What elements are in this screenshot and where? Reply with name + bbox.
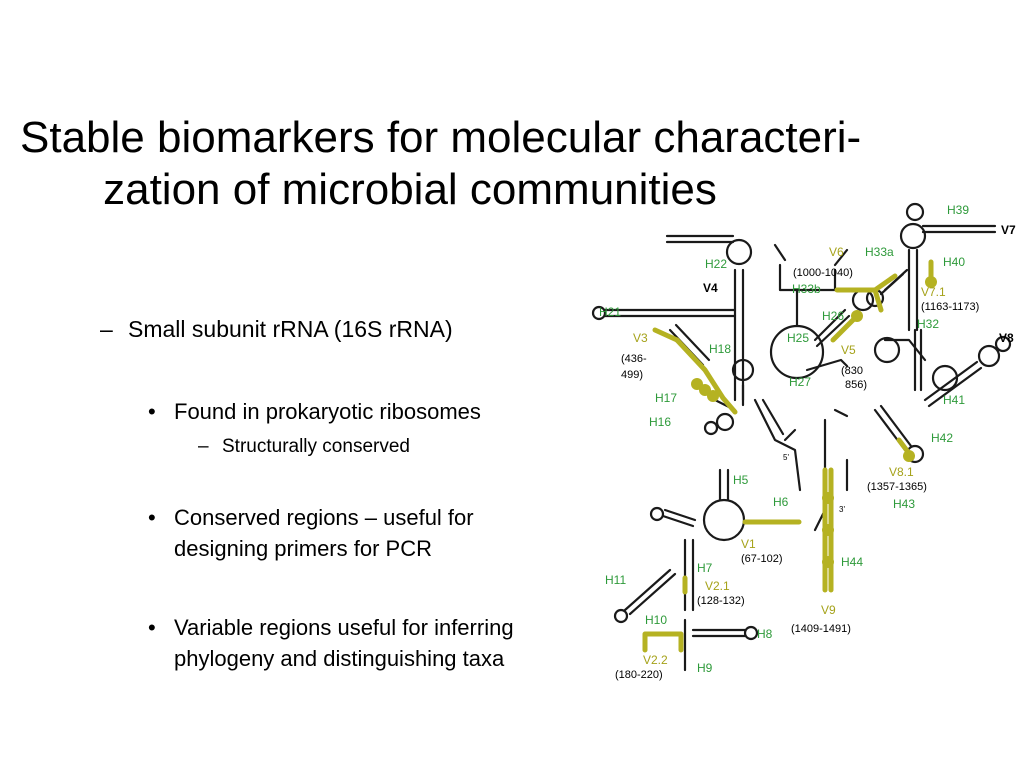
range-v2-1: (128-132)	[697, 595, 745, 607]
bullet-text: Structurally conserved	[222, 436, 410, 457]
helix-label: H44	[841, 555, 863, 569]
bullet-marker: •	[148, 505, 156, 530]
helix-label: H27	[789, 375, 811, 389]
range-v8-1: (1357-1365)	[867, 481, 927, 493]
bullet-text: Small subunit rRNA (16S rRNA)	[128, 316, 453, 342]
variable-labels: V6 V7.1 V3 V5 V8.1 V1 V2.1 V9 V2.2	[633, 245, 946, 667]
helix-label: H8	[757, 627, 773, 641]
variable-region-bulges	[691, 276, 937, 568]
range-v1: (67-102)	[741, 553, 783, 565]
helix-label: H7	[697, 561, 713, 575]
helix-label: H16	[649, 415, 671, 429]
bullet-marker: •	[148, 399, 156, 424]
helix-label: H40	[943, 255, 965, 269]
helix-label: H41	[943, 393, 965, 407]
dash-marker: –	[100, 316, 113, 342]
helix-label: H33a	[865, 245, 894, 259]
helix-label: H18	[709, 342, 731, 356]
variable-label: V1	[741, 537, 756, 551]
variable-label: V9	[821, 603, 836, 617]
range-v9: (1409-1491)	[791, 623, 851, 635]
bullet-line-1: Conserved regions – useful for	[174, 505, 474, 530]
bullet-prokaryotic: • Found in prokaryotic ribosomes	[148, 396, 481, 427]
v7-label: V7	[1001, 223, 1016, 237]
v4-label: V4	[703, 281, 718, 295]
bullet-marker: •	[148, 615, 156, 640]
rrna-backbone	[591, 202, 1012, 672]
sub-bullet-conserved: –Structurally conserved	[198, 436, 410, 458]
range-v7-1: (1163-1173)	[921, 301, 979, 313]
range-v3-b: 499)	[621, 369, 643, 381]
helix-label: H39	[947, 203, 969, 217]
helix-label: H33b	[792, 282, 821, 296]
variable-label: V3	[633, 331, 648, 345]
bullet-text: Variable regions useful for inferring phy…	[174, 612, 514, 674]
variable-label: V5	[841, 343, 856, 357]
helix-label: H21	[599, 305, 621, 319]
helix-labels: H39 H33a H40 H22 H33b H32 H21 H26 H25 H1…	[599, 203, 969, 675]
helix-label: H5	[733, 473, 749, 487]
helix-label: H22	[705, 257, 727, 271]
range-labels: (1000-1040) (1163-1173) (436- 499) (830 …	[615, 267, 979, 681]
dash-marker: –	[198, 436, 209, 457]
helix-label: H43	[893, 497, 915, 511]
range-v5-a: (830	[841, 365, 863, 377]
variable-label: V2.2	[643, 653, 668, 667]
v8-label: V8	[999, 331, 1014, 345]
range-v5-b: 856)	[845, 379, 867, 391]
five-prime-label: 5'	[783, 453, 789, 462]
bullet-text: Conserved regions – useful for designing …	[174, 502, 474, 564]
bullet-line-2: phylogeny and distinguishing taxa	[174, 646, 505, 671]
helix-label: H25	[787, 331, 809, 345]
variable-label: V8.1	[889, 465, 914, 479]
bullet-line-1: Variable regions useful for inferring	[174, 615, 514, 640]
slide-title: Stable biomarkers for molecular characte…	[20, 112, 862, 216]
bullet-line-2: designing primers for PCR	[174, 536, 432, 561]
bullet-variable-regions: • Variable regions useful for inferring ph…	[148, 612, 514, 674]
helix-label: H10	[645, 613, 667, 627]
title-line-2: zation of microbial communities	[103, 165, 717, 214]
variable-label: V7.1	[921, 285, 946, 299]
bullet-conserved-regions: • Conserved regions – useful for designing…	[148, 502, 474, 564]
variable-label: V6	[829, 245, 844, 259]
helix-label: H11	[605, 573, 626, 587]
variable-label: V2.1	[705, 579, 730, 593]
range-v2-2: (180-220)	[615, 669, 663, 681]
range-v6: (1000-1040)	[793, 267, 853, 279]
bullet-ssu-rrna: –Small subunit rRNA (16S rRNA)	[100, 316, 453, 343]
bullet-text: Found in prokaryotic ribosomes	[174, 399, 481, 424]
helix-label: H26	[822, 309, 844, 323]
range-v3-a: (436-	[621, 353, 647, 365]
other-labels: V7 V4 V8 3' 5'	[703, 223, 1016, 514]
rrna-structure-diagram: H39 H33a H40 H22 H33b H32 H21 H26 H25 H1…	[591, 202, 1016, 681]
helix-label: H32	[917, 317, 939, 331]
helix-label: H6	[773, 495, 789, 509]
helix-label: H9	[697, 661, 713, 675]
three-prime-label: 3'	[839, 505, 845, 514]
helix-label: H17	[655, 391, 677, 405]
helix-label: H42	[931, 431, 953, 445]
title-line-1: Stable biomarkers for molecular characte…	[20, 113, 862, 162]
